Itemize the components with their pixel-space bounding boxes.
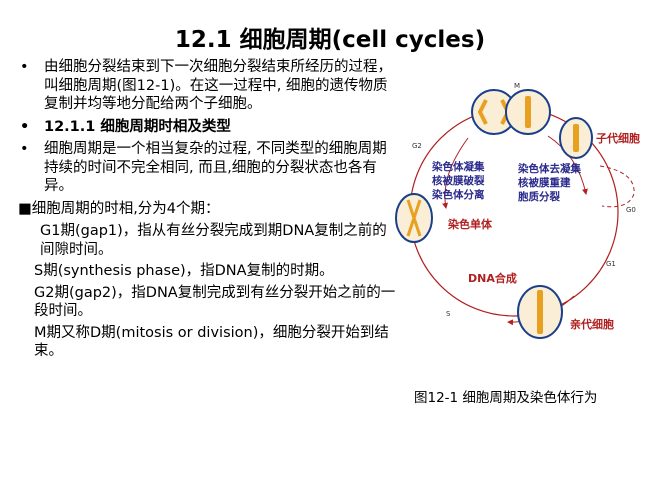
cell-cycle-figure: M G2 G1 G0 S 染色体凝集 核被膜破裂 染色体分离 染色体去凝集 核被… [395, 82, 640, 339]
right-label-c: 胞质分裂 [517, 190, 560, 203]
right-label-b: 核被膜重建 [518, 176, 571, 189]
phase-s: S期(synthesis phase)，指DNA复制的时期。 [34, 263, 334, 279]
single-label: 染色单体 [448, 217, 493, 231]
daughter-label: 子代细胞 [596, 131, 640, 145]
figure-caption: 图12-1 细胞周期及染色体行为 [414, 390, 598, 406]
section-heading: 12.1.1 细胞周期时相及类型 [44, 118, 231, 135]
left-label-a: 染色体凝集 [431, 160, 485, 173]
left-label-b: 核被膜破裂 [432, 174, 485, 187]
page-title: 12.1 细胞周期(cell cycles) [174, 27, 486, 53]
bullet-dot: • [20, 59, 29, 75]
parent-cell [517, 285, 563, 339]
bullet-text: 细胞周期是一个相当复杂的过程, 不同类型的细胞周期持续的时间不完全相同, 而且,… [44, 141, 387, 194]
m-phase-cell [471, 89, 551, 135]
chromatid-cell [395, 193, 433, 243]
parent-label: 亲代细胞 [570, 317, 614, 331]
phase-intro: ■细胞周期的时相,分为4个期： [18, 200, 220, 217]
g1-label: G1 [606, 260, 616, 268]
bullet-item: • 由细胞分裂结束到下一次细胞分裂结束所经历的过程，叫细胞周期(图12-1)。在… [18, 58, 400, 114]
s-label: S [446, 310, 451, 318]
bullet-text: 由细胞分裂结束到下一次细胞分裂结束所经历的过程，叫细胞周期(图12-1)。在这一… [44, 59, 392, 112]
phase-g2: G2期(gap2)，指DNA复制完成到有丝分裂开始之前的一段时间。 [34, 284, 396, 320]
daughter-cell [559, 117, 593, 159]
bullet-dot: • [20, 118, 30, 135]
right-label-a: 染色体去凝集 [517, 162, 581, 175]
bullet-item: • 细胞周期是一个相当复杂的过程, 不同类型的细胞周期持续的时间不完全相同, 而… [18, 140, 400, 196]
dna-label: DNA合成 [468, 271, 517, 285]
bullet-dot: • [20, 141, 29, 157]
phase-m: M期又称D期(mitosis or division)，细胞分裂开始到结束。 [34, 324, 389, 360]
m-label: M [514, 82, 520, 90]
phase-g1: G1期(gap1)，指从有丝分裂完成到期DNA复制之前的间隙时间。 [40, 223, 387, 258]
left-label-c: 染色体分离 [431, 188, 485, 201]
g2-label: G2 [412, 142, 422, 150]
bullet-item: • 12.1.1 细胞周期时相及类型 [18, 118, 400, 137]
g0-branch [599, 165, 635, 208]
body-text: • 由细胞分裂结束到下一次细胞分裂结束所经历的过程，叫细胞周期(图12-1)。在… [18, 58, 400, 364]
g0-label: G0 [626, 206, 636, 214]
